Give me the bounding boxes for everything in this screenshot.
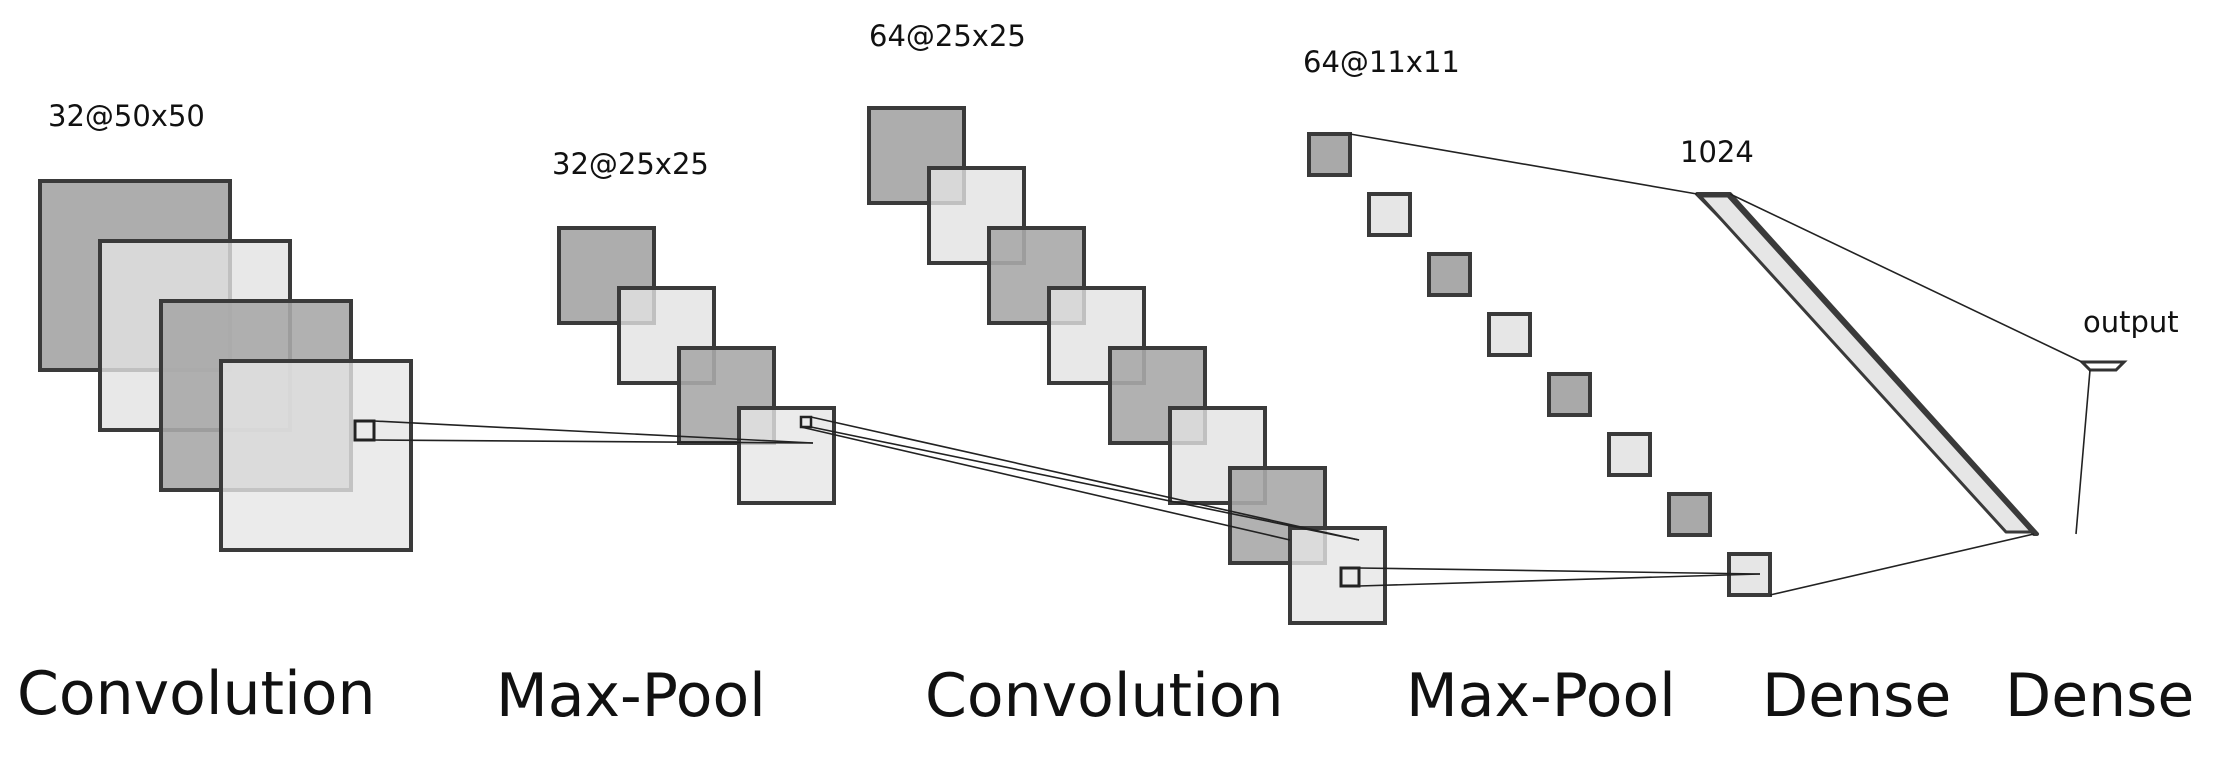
feature-map bbox=[219, 359, 413, 552]
connection-line bbox=[373, 439, 814, 444]
connection-line bbox=[373, 420, 814, 444]
connection-line bbox=[2075, 369, 2091, 535]
connection-line bbox=[1769, 533, 2035, 596]
output-label: output bbox=[2083, 305, 2179, 339]
kernel-window bbox=[1339, 566, 1361, 588]
kernel-window bbox=[353, 419, 376, 442]
dense2-layer-label: Dense bbox=[2005, 661, 2194, 731]
connection-line bbox=[1729, 193, 2083, 363]
dense1-dimension-label: 1024 bbox=[1680, 135, 1754, 169]
pool2-dimension-label: 64@11x11 bbox=[1303, 45, 1460, 79]
conv2-dimension-label: 64@25x25 bbox=[869, 19, 1026, 53]
conv1-dimension-label: 32@50x50 bbox=[48, 99, 205, 133]
kernel-window bbox=[799, 415, 813, 429]
connection-line bbox=[810, 416, 1360, 541]
feature-map bbox=[677, 346, 776, 445]
connection-lines bbox=[373, 133, 2091, 596]
connection-line bbox=[1358, 567, 1761, 575]
connection-line bbox=[810, 426, 1360, 541]
conv2-feature-maps bbox=[867, 106, 1387, 625]
feature-map bbox=[1547, 372, 1592, 417]
conv1-layer-label: Convolution bbox=[17, 659, 375, 729]
conv1-feature-maps bbox=[38, 179, 413, 552]
feature-map bbox=[1487, 312, 1532, 357]
connection-line bbox=[800, 426, 1291, 541]
pool1-dimension-label: 32@25x25 bbox=[552, 147, 709, 181]
feature-map bbox=[737, 406, 836, 505]
pool2-layer-label: Max-Pool bbox=[1406, 661, 1676, 731]
feature-map bbox=[1427, 252, 1472, 297]
output-node bbox=[2078, 360, 2128, 372]
feature-map bbox=[1288, 526, 1387, 625]
feature-map bbox=[1108, 346, 1207, 445]
feature-map bbox=[1307, 132, 1352, 177]
feature-map bbox=[557, 226, 656, 325]
pool1-feature-maps bbox=[557, 226, 836, 505]
conv2-layer-label: Convolution bbox=[925, 661, 1283, 731]
pool2-feature-maps bbox=[1307, 132, 1772, 597]
feature-map bbox=[1168, 406, 1267, 505]
dense-layer-bar-fill bbox=[1698, 194, 2034, 534]
pool1-layer-label: Max-Pool bbox=[496, 661, 766, 731]
feature-map bbox=[1607, 432, 1652, 477]
connection-line bbox=[1349, 133, 1698, 195]
feature-map bbox=[1367, 192, 1412, 237]
connection-line bbox=[1358, 573, 1761, 587]
dense1-layer-label: Dense bbox=[1762, 661, 1951, 731]
feature-map bbox=[1667, 492, 1712, 537]
